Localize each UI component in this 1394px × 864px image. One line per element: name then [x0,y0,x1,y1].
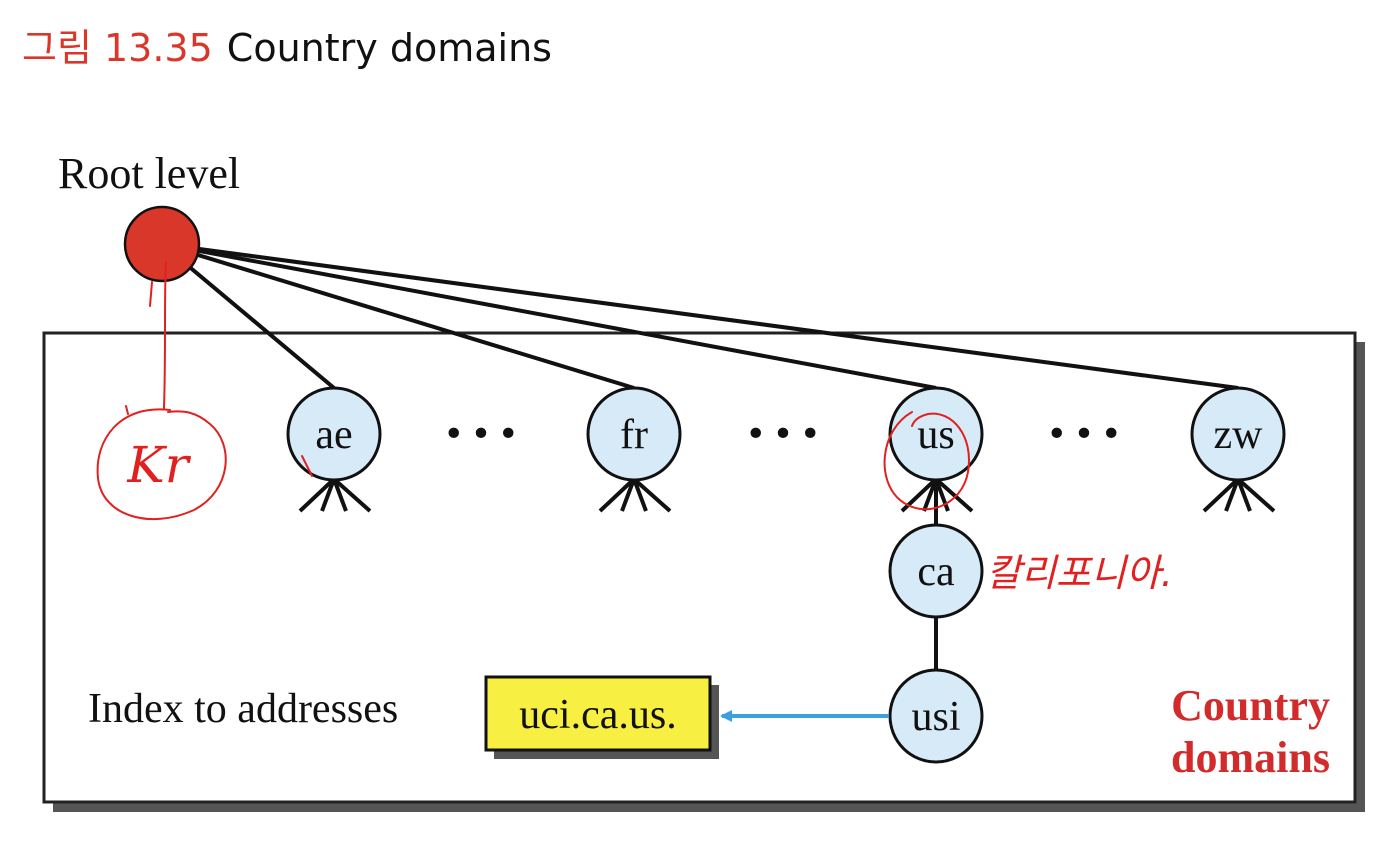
branch-fr [598,477,672,513]
ink-tick-root [149,281,153,307]
ink-tick-small [125,405,129,415]
node-ae: ae [286,386,382,482]
ellipsis-2: ••• [745,414,827,455]
ink-circle-kr [96,408,227,521]
node-zw-label: zw [1214,412,1264,458]
root-node [123,205,201,283]
figure-title: 그림 13.35 Country domains [22,18,552,78]
node-fr: fr [586,386,682,482]
branch-ae [298,477,372,513]
region-label-line2: domains [1171,733,1330,782]
address-box-text: uci.ca.us. [519,692,676,738]
ink-line-root-down [163,261,167,409]
region-label-line1: Country [1171,681,1330,730]
node-ca: ca [888,523,984,619]
ink-note-text: 칼리포니아. [986,551,1173,595]
node-ae-label: ae [315,412,352,458]
edge-root-us [161,242,937,390]
ink-tick-ae [301,455,313,477]
ink-kr-text: Kr [126,436,191,494]
index-label: Index to addresses [88,686,398,732]
ellipsis-3: ••• [1046,414,1128,455]
ink-circle-us [883,411,970,511]
address-box [484,675,712,752]
edge-root-zw [161,242,1239,390]
node-us-label: us [917,412,954,458]
handwritten-annotations [96,261,970,521]
node-usi-label: usi [911,694,960,740]
ellipsis-1: ••• [443,414,525,455]
figure-number: 그림 13.35 [22,26,213,70]
figure-caption: Country domains [226,26,552,70]
root-level-label: Root level [58,149,240,198]
node-usi: usi [888,668,984,764]
node-us: us [888,386,984,482]
node-zw: zw [1190,386,1286,482]
edge-root-fr [161,242,635,390]
node-ca-label: ca [917,549,955,595]
branch-zw [1202,477,1276,513]
node-fr-label: fr [620,412,648,458]
